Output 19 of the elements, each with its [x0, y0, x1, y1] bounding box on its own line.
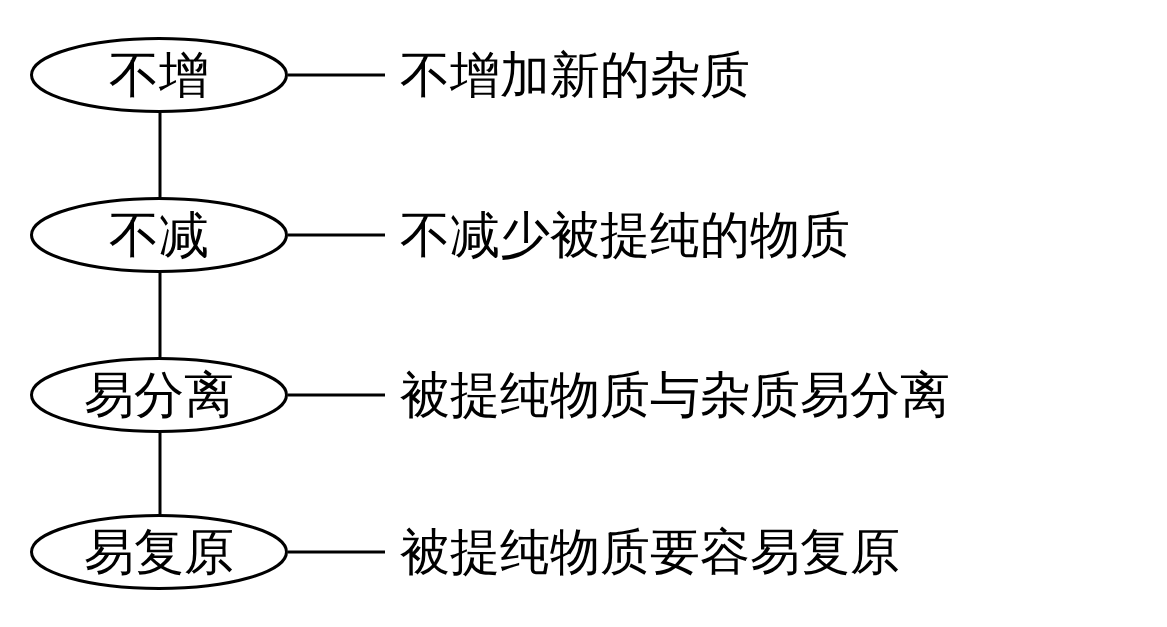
description-text: 被提纯物质要容易复原	[400, 527, 900, 577]
node-label: 易复原	[84, 527, 234, 577]
connector-line	[288, 233, 385, 237]
description-text: 不增加新的杂质	[400, 50, 750, 100]
connector-line	[288, 393, 385, 397]
node-label: 不减	[109, 210, 209, 260]
ellipse-node	[30, 357, 288, 433]
connector-line	[288, 550, 385, 554]
node-label: 不增	[109, 50, 209, 100]
connector-line	[158, 433, 162, 514]
description-text: 被提纯物质与杂质易分离	[400, 370, 950, 420]
ellipse-node	[30, 37, 288, 113]
connector-line	[158, 273, 162, 357]
node-label: 易分离	[84, 370, 234, 420]
description-text: 不减少被提纯的物质	[400, 210, 850, 260]
ellipse-node	[30, 514, 288, 590]
connector-line	[158, 113, 162, 197]
connector-line	[288, 73, 385, 77]
ellipse-node	[30, 197, 288, 273]
